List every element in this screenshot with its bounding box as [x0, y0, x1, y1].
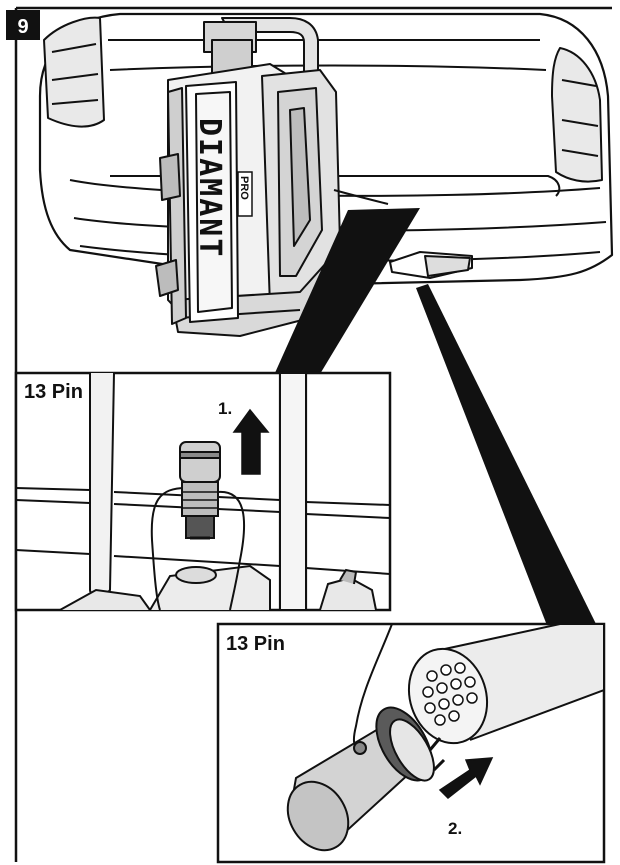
detail-panel-bottom: 13 Pin 2.	[216, 622, 606, 864]
callout-wedges	[270, 208, 598, 628]
pro-badge: PRO	[237, 171, 253, 217]
step-marker-2: 2.	[448, 819, 462, 838]
detail-panel-top: 13 Pin 1.	[14, 371, 392, 612]
detail-bottom-label: 13 Pin	[226, 633, 285, 655]
detail-top-label: 13 Pin	[24, 381, 83, 403]
arrow-up-icon	[232, 408, 270, 475]
step-badge: 9	[6, 10, 40, 40]
socket-icon	[407, 623, 605, 745]
step-marker-1: 1.	[218, 399, 232, 418]
svg-text:PRO: PRO	[238, 176, 250, 200]
connector-plug-icon	[286, 706, 446, 852]
connector-plug-icon	[179, 441, 221, 540]
brand-lettering: DIAMANT	[192, 118, 227, 258]
arrow-right-icon	[438, 757, 494, 800]
step-number: 9	[17, 16, 28, 38]
